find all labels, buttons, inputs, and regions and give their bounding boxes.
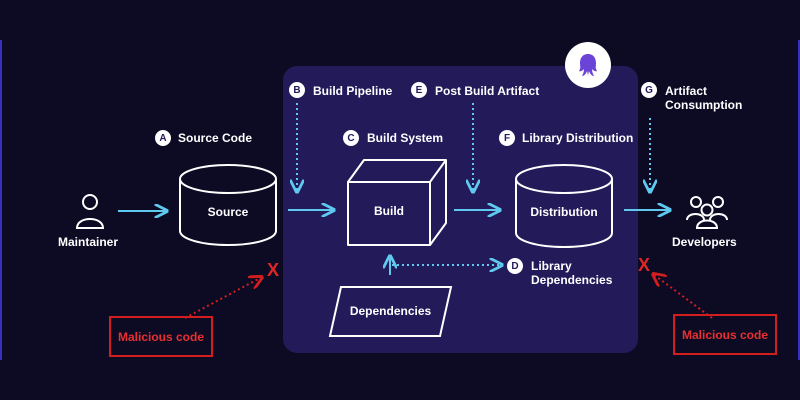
right-threat-dotted-arrow [653, 274, 713, 319]
left-edge-line [0, 40, 2, 360]
octopus-logo-icon [565, 42, 611, 88]
step-c-badge: C [343, 130, 359, 146]
artifact-consumption-label: Artifact Consumption [665, 84, 743, 112]
source-box-text: Source [207, 205, 249, 219]
build-cube [347, 159, 447, 246]
distribution-cylinder [515, 164, 613, 248]
dependencies-box-text: Dependencies [349, 304, 432, 318]
right-edge-line [798, 40, 800, 360]
person-icon [75, 194, 105, 229]
right-malicious-code-box: Malicious code [673, 314, 777, 355]
post-build-artifact-label: Post Build Artifact [435, 84, 540, 98]
developers-label: Developers [672, 235, 737, 249]
left-threat-x-mark: X [267, 260, 280, 280]
group-icon [686, 196, 728, 229]
step-g-badge: G [641, 82, 657, 98]
build-pipeline-label: Build Pipeline [313, 84, 393, 98]
library-dependencies-label: Library Dependencies [531, 259, 613, 287]
source-code-label: Source Code [178, 131, 253, 145]
distribution-box-text: Distribution [530, 205, 598, 219]
step-d-badge: D [507, 258, 523, 274]
step-e-badge: E [411, 82, 427, 98]
left-threat-dotted-arrow [184, 277, 262, 319]
dependencies-shape [328, 286, 453, 337]
source-cylinder [179, 164, 277, 246]
step-b-badge: B [289, 82, 305, 98]
step-a-badge: A [155, 130, 171, 146]
build-system-label: Build System [367, 131, 444, 145]
library-distribution-label: Library Distribution [522, 131, 634, 145]
build-box-text: Build [374, 204, 404, 218]
step-f-badge: F [499, 130, 515, 146]
left-malicious-code-box: Malicious code [109, 316, 213, 357]
maintainer-label: Maintainer [58, 235, 119, 249]
right-threat-x-mark: X [638, 255, 651, 275]
